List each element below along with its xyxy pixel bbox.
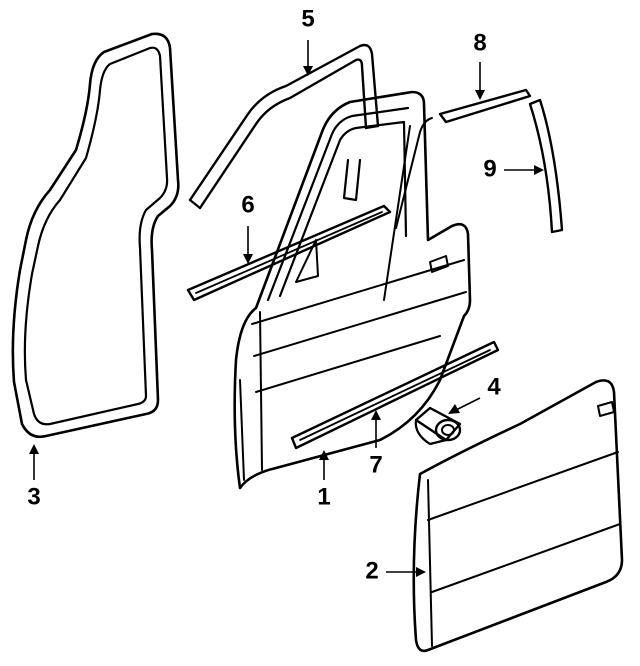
leader-lines (29, 40, 544, 577)
part-1-door-shell (233, 90, 472, 490)
callout-1: 1 (317, 483, 330, 510)
part-7-side-molding (290, 340, 500, 450)
part-5-run-channel (188, 43, 380, 210)
leader-2-arrowhead (416, 567, 426, 577)
leader-5-arrowhead (303, 66, 313, 76)
part-8-frame-molding (438, 88, 532, 124)
callout-3: 3 (27, 483, 40, 510)
leader-9-arrowhead (534, 165, 544, 175)
callout-9: 9 (483, 155, 496, 182)
leader-6-arrowhead (243, 254, 253, 264)
leader-4-arrowhead (448, 404, 460, 414)
callout-labels: 1 2 3 4 5 6 7 8 9 (27, 5, 501, 584)
leader-3-arrowhead (29, 444, 39, 454)
callout-2: 2 (365, 557, 378, 584)
part-9-sash-molding (528, 98, 564, 234)
leader-8-arrowhead (475, 90, 485, 100)
part-2-outer-skin (412, 379, 624, 653)
callout-6: 6 (241, 191, 254, 218)
callout-4: 4 (487, 373, 501, 400)
leader-7-arrowhead (371, 410, 381, 420)
leader-4 (455, 397, 481, 411)
leader-1-arrowhead (319, 450, 329, 460)
part-6-belt-molding (186, 204, 392, 302)
part-3-weatherstrip (11, 32, 180, 439)
part-4-plug (414, 406, 462, 446)
callout-7: 7 (369, 451, 382, 478)
callout-5: 5 (301, 5, 314, 32)
callout-8: 8 (473, 29, 486, 56)
